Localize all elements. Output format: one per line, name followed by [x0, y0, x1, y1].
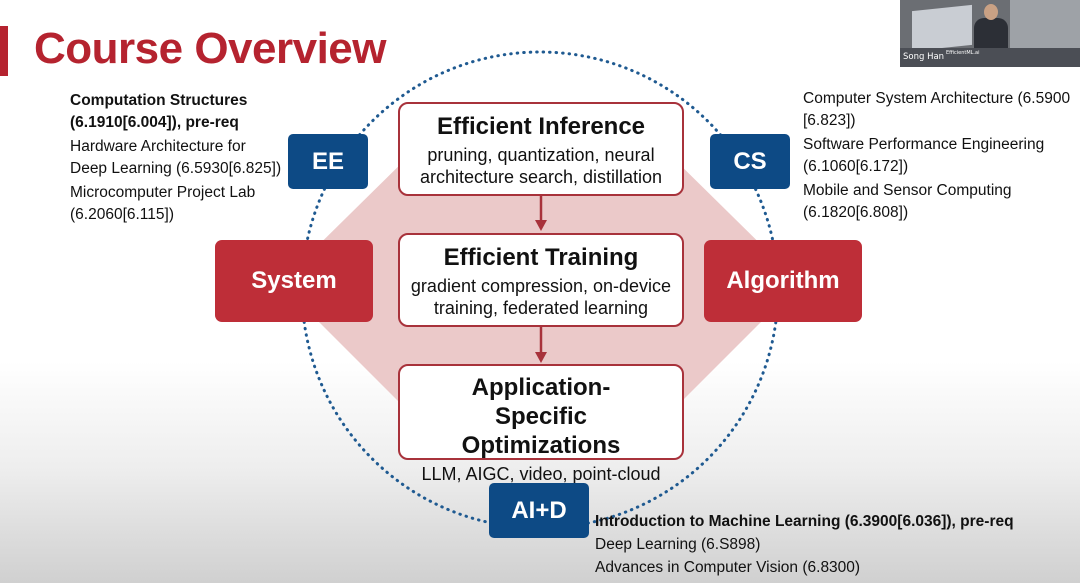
cs-course-item: Computer System Architecture (6.5900 [6.… — [803, 90, 1071, 129]
arrow-head-1 — [535, 220, 547, 231]
speaker-head — [984, 4, 998, 20]
system-label: System — [215, 240, 373, 322]
aid-course-item: Advances in Computer Vision (6.8300) — [595, 559, 861, 576]
aid-course-list: Introduction to Machine Learning (6.3900… — [595, 510, 1075, 579]
aid-course-item: Introduction to Machine Learning (6.3900… — [595, 513, 1014, 530]
video-screen — [912, 4, 972, 52]
efficient-training-title: Efficient Training — [443, 244, 639, 271]
speaker-video-thumbnail[interactable]: Song Han EfficientML.ai — [900, 0, 1080, 67]
page-title: Course Overview — [34, 24, 387, 73]
efficient-training-subtitle: gradient compression, on-device training… — [410, 276, 672, 318]
ee-course-item: Microcomputer Project Lab (6.2060[6.115]… — [70, 184, 256, 223]
ee-course-item: Computation Structures (6.1910[6.004]), … — [70, 92, 248, 131]
aid-course-item: Deep Learning (6.S898) — [595, 536, 761, 553]
application-specific-box: Application-Specific Optimizations LLM, … — [398, 364, 684, 484]
algorithm-label: Algorithm — [704, 240, 862, 322]
ee-label: EE — [288, 134, 368, 189]
speaker-name: Song Han — [903, 52, 945, 62]
cs-course-item: Mobile and Sensor Computing (6.1820[6.80… — [803, 182, 1012, 221]
efficient-inference-subtitle: pruning, quantization, neural architectu… — [419, 145, 663, 187]
cs-course-list: Computer System Architecture (6.5900 [6.… — [803, 88, 1078, 226]
aid-label: AI+D — [489, 483, 589, 538]
cs-course-item: Software Performance Engineering (6.1060… — [803, 136, 1045, 175]
ee-course-list: Computation Structures (6.1910[6.004]), … — [70, 90, 285, 228]
efficient-training-box: Efficient Training gradient compression,… — [398, 233, 684, 327]
screen-tag: EfficientML.ai — [946, 50, 980, 56]
title-accent-bar — [0, 26, 8, 76]
application-specific-subtitle: LLM, AIGC, video, point-cloud — [421, 464, 661, 484]
efficient-inference-title: Efficient Inference — [436, 113, 646, 140]
cs-label: CS — [710, 134, 790, 189]
efficient-inference-box: Efficient Inference pruning, quantizatio… — [398, 102, 684, 196]
arrow-head-2 — [535, 352, 547, 363]
video-desk — [900, 48, 1080, 67]
application-specific-title: Application-Specific Optimizations — [461, 374, 621, 459]
ee-course-item: Hardware Architecture for Deep Learning … — [70, 138, 282, 177]
